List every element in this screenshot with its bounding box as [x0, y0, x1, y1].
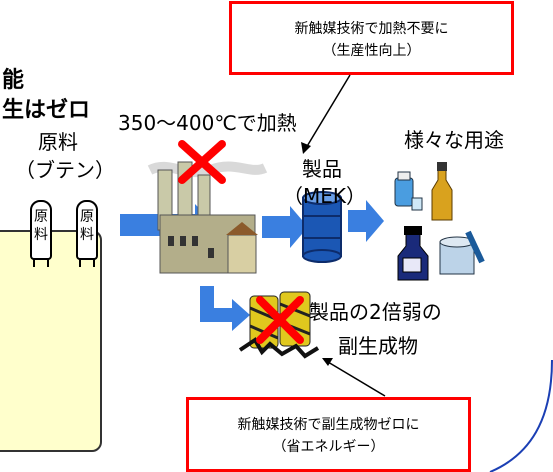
- drum-icon: [302, 191, 342, 263]
- arrow-to-byproduct: [200, 286, 250, 331]
- tank-leg: [47, 259, 49, 267]
- title-fragment-2: 生はゼロ: [2, 98, 91, 123]
- pointer-top: [301, 74, 351, 154]
- cross-icon: [178, 140, 226, 184]
- tank-leg: [79, 259, 81, 267]
- raw-tank-1: 原料: [30, 200, 52, 260]
- heating-label: 350〜400℃で加熱: [118, 111, 297, 135]
- tank-leg: [93, 259, 95, 267]
- bottom-note-box: 新触媒技術で副生成物ゼロに （省エネルギー）: [186, 397, 471, 472]
- decorative-arc: [489, 360, 553, 472]
- top-note-line2: （生産性向上）: [322, 43, 421, 59]
- tank-leg: [33, 259, 35, 267]
- byproduct-label-line1: 製品の2倍弱の: [309, 300, 442, 324]
- arrow-factory-to-product: [262, 206, 308, 248]
- raw-tank-2: 原料: [76, 200, 98, 260]
- bottom-note-line1: 新触媒技術で副生成物ゼロに: [237, 417, 420, 433]
- cross-icon: [256, 296, 304, 344]
- product-label-line1: 製品: [302, 157, 342, 181]
- side-panel: [0, 230, 102, 452]
- pointer-bottom: [322, 358, 386, 397]
- bottles-icon: [394, 162, 485, 281]
- top-note-line1: 新触媒技術で加熱不要に: [294, 21, 449, 37]
- title-fragment-1: 能: [2, 68, 25, 93]
- uses-label: 様々な用途: [404, 128, 504, 152]
- raw-material-sub: （ブテン）: [15, 158, 115, 182]
- byproduct-label-line2: 副生成物: [338, 334, 418, 358]
- bottom-note-line2: （省エネルギー）: [272, 439, 385, 455]
- top-note-box: 新触媒技術で加熱不要に （生産性向上）: [229, 1, 514, 75]
- factory-icon: [147, 161, 268, 274]
- raw-material-label: 原料: [38, 130, 78, 154]
- product-label-line2: （MEK）: [283, 184, 367, 208]
- arrow-product-to-uses: [348, 200, 384, 242]
